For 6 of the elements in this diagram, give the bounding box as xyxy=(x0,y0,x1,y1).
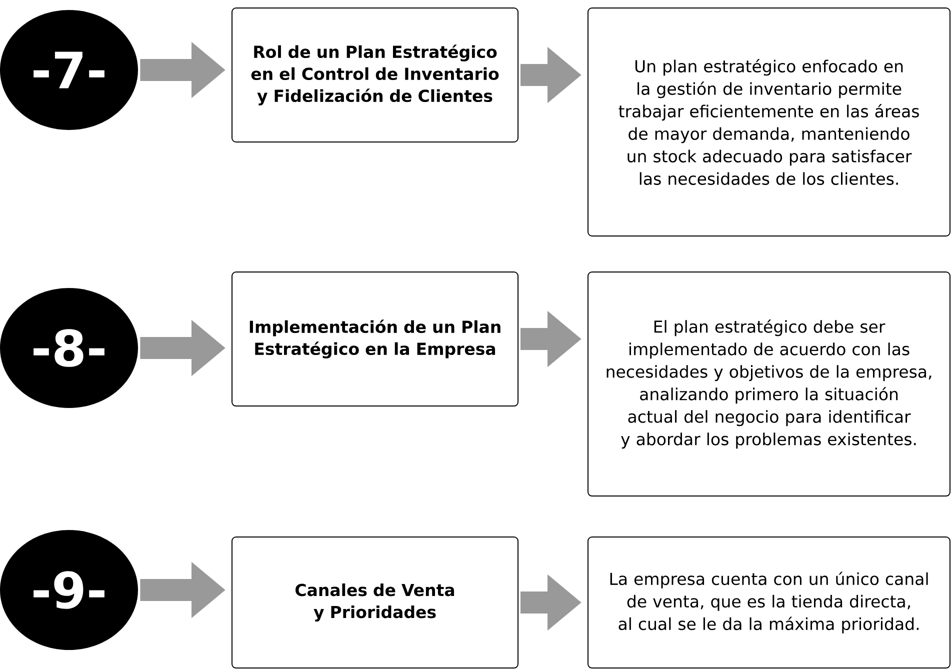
description-box: Un plan estratégico enfocado en la gestión de inventario permite trabajar eficientemente en las áreas de mayor demanda, manteniendo un stock adecuado para satisfacer las necesidades de los clientes. xyxy=(588,8,951,236)
title-box: Implementación de un Plan Estratégico en la Empresa xyxy=(232,272,518,406)
description-box: El plan estratégico debe ser implementado de acuerdo con las necesidades y objetivos de la empresa, analizando primero la situación actual del negocio para identificar y abordar los problemas existentes. xyxy=(588,272,951,496)
title-box: Canales de Venta y Prioridades xyxy=(232,536,518,668)
title-box: Rol de un Plan Estratégico en el Control de Inventario y Fidelización de Clientes xyxy=(232,8,518,142)
description-box: La empresa cuenta con un único canal de venta, que es la tienda directa, al cual se le da la máxima prioridad. xyxy=(588,536,951,668)
